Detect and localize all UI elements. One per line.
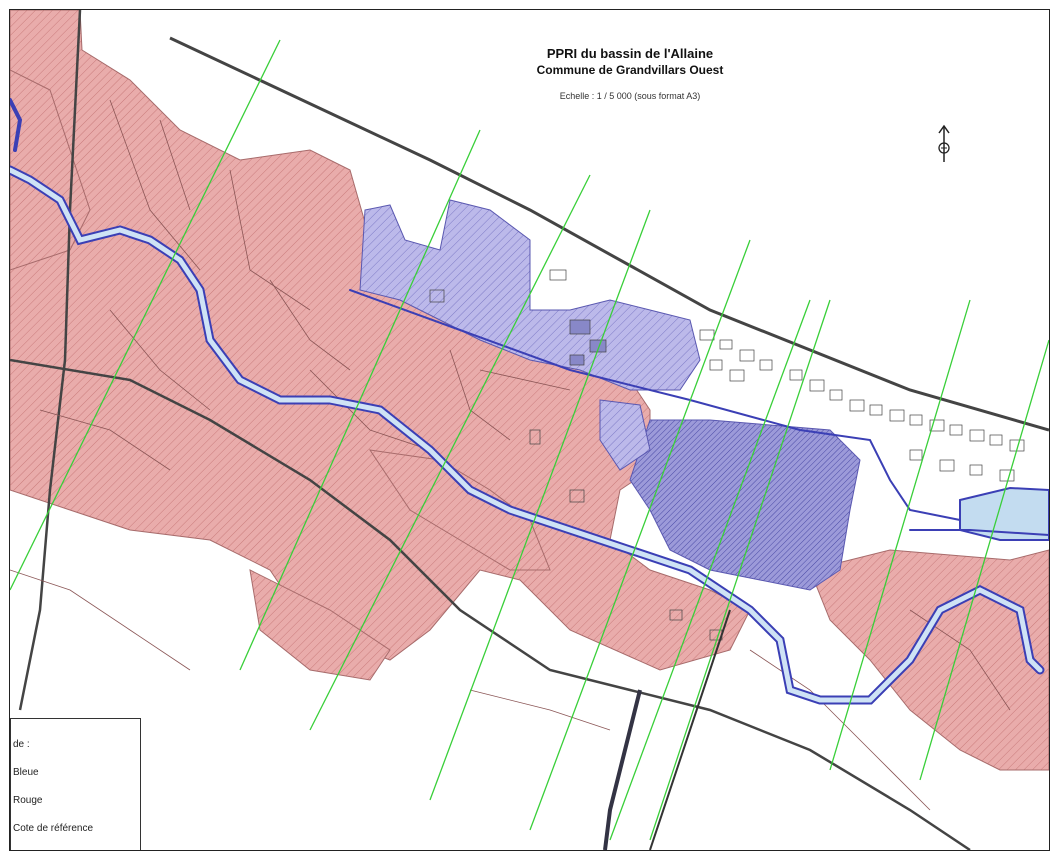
- north-arrow-icon: [938, 124, 950, 162]
- legend-item-red: Rouge: [13, 795, 43, 806]
- legend: de : Bleue Rouge Cote de référence: [10, 718, 141, 850]
- reference-lines: [10, 39, 1049, 841]
- map-title: PPRI du bassin de l'Allaine: [546, 46, 714, 61]
- red-zone: [10, 10, 1049, 771]
- parcels: [10, 99, 1011, 811]
- roads: [10, 10, 1049, 850]
- map-canvas[interactable]: [10, 10, 1049, 850]
- legend-item-reference: Cote de référence: [13, 823, 94, 834]
- legend-item-blue: Bleue: [13, 767, 39, 778]
- map-title-block: PPRI du bassin de l'Allaine Commune de G…: [430, 46, 830, 101]
- legend-heading: de :: [13, 739, 30, 750]
- buildings: [429, 269, 1025, 641]
- map-subtitle: Commune de Grandvillars Ouest: [536, 63, 724, 77]
- map-frame: PPRI du bassin de l'Allaine Commune de G…: [9, 9, 1050, 851]
- river: [10, 98, 1049, 705]
- map-scale: Echelle : 1 / 5 000 (sous format A3): [559, 91, 701, 101]
